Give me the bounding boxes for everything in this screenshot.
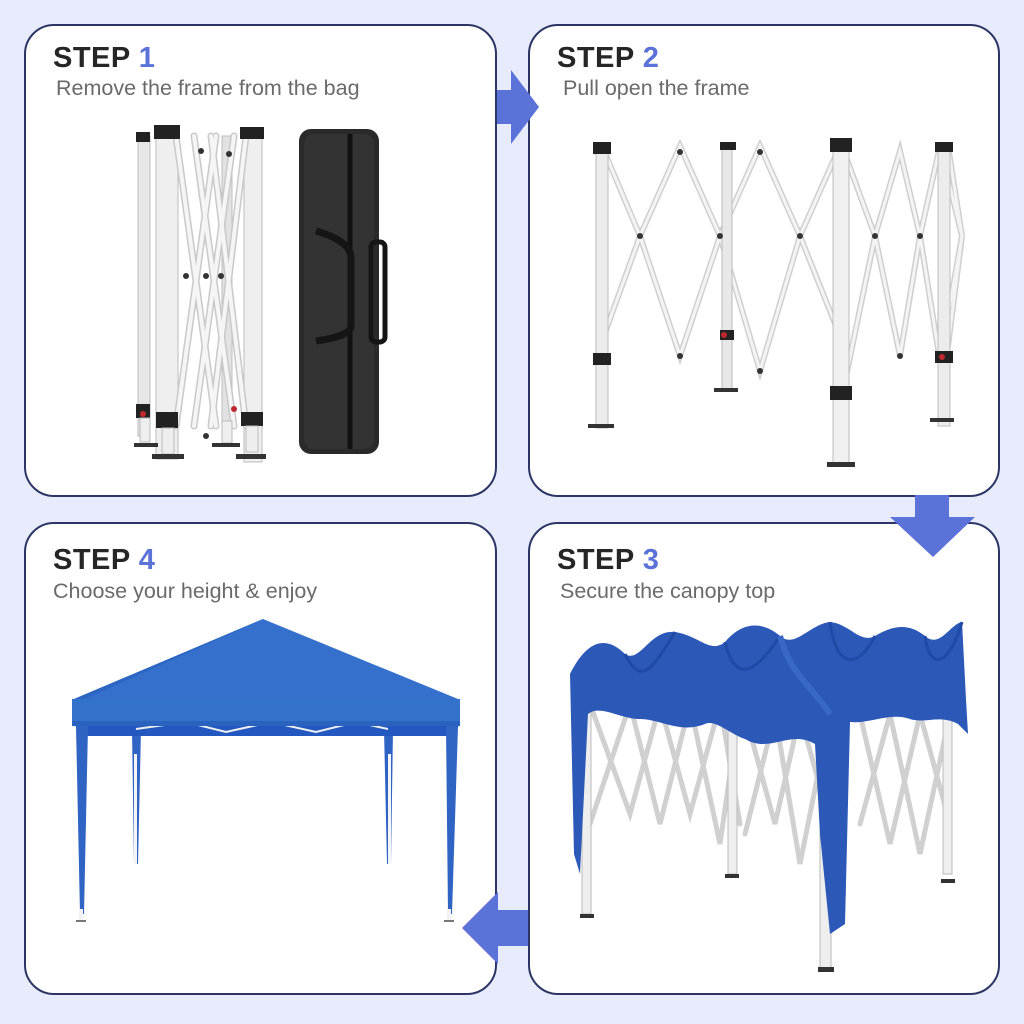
- step-number: 3: [642, 544, 660, 576]
- step-number: 4: [138, 544, 156, 576]
- step-4-caption: Choose your height & enjoy: [53, 579, 318, 603]
- folded-frame-icon: [134, 125, 266, 463]
- step-word: STEP: [557, 42, 635, 74]
- step-4-heading: STEP 4: [53, 544, 155, 577]
- carry-bag-icon: [299, 129, 388, 454]
- assembled-tent-illustration: [72, 619, 460, 922]
- step-4-panel: STEP 4 Choose your height & enjoy: [24, 522, 497, 995]
- canopy-tent-icon: [72, 619, 460, 922]
- step-2-heading: STEP 2: [557, 42, 659, 75]
- step-1-panel: STEP 1 Remove the frame from the bag: [24, 24, 497, 497]
- step-3-caption: Secure the canopy top: [560, 579, 776, 603]
- folded-frame-and-bag-illustration: [134, 125, 388, 463]
- step-word: STEP: [53, 544, 131, 576]
- arrow-left-icon: [462, 892, 528, 964]
- step-number: 2: [642, 42, 660, 74]
- expanded-frame-illustration: [588, 138, 965, 467]
- frame-with-canopy-icon: [570, 621, 968, 972]
- step-number: 1: [138, 42, 156, 74]
- step-2-panel: STEP 2 Pull open the frame: [528, 24, 1000, 497]
- step-word: STEP: [557, 544, 635, 576]
- step-3-panel: STEP 3 Secure the canopy top: [528, 522, 1000, 995]
- arrow-down-icon: [890, 495, 975, 557]
- step-1-heading: STEP 1: [53, 42, 155, 75]
- frame-legs-icon: [588, 138, 954, 467]
- arrow-right-icon: [497, 70, 539, 144]
- step-2-caption: Pull open the frame: [563, 76, 750, 100]
- step-word: STEP: [53, 42, 131, 74]
- step-3-heading: STEP 3: [557, 544, 659, 577]
- step-1-caption: Remove the frame from the bag: [56, 76, 360, 100]
- draped-canopy-illustration: [570, 621, 968, 972]
